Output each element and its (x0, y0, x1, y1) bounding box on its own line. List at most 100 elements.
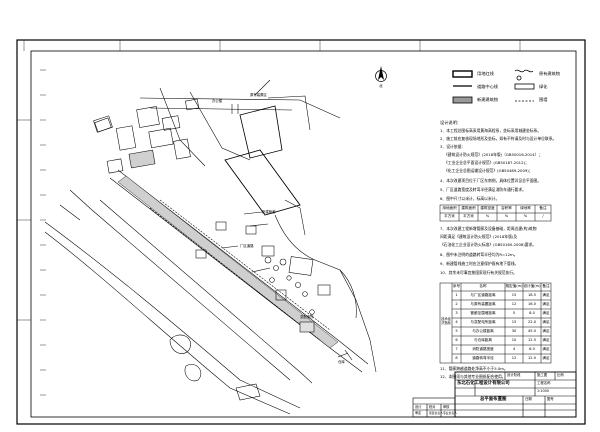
legend-label-new-building: 新建建筑物 (477, 97, 498, 102)
table2-cell: 8.0 (529, 311, 535, 315)
table2-cell: 12 (511, 356, 517, 360)
note-line: 《建筑设计防火规范》(2018年版)（GB50016-2014）； (444, 152, 543, 157)
table2-cell: 满足 (542, 302, 550, 306)
table1-cell: % (523, 214, 528, 218)
table2-cell: 与办公楼距离 (472, 329, 494, 333)
table2-cell: 12.5 (527, 338, 536, 342)
table1-cell: 平方米 (444, 214, 455, 218)
title-block-scale-label: 比例 (557, 373, 564, 377)
table2-cell: 1 (455, 293, 458, 297)
table2-cell: 12 (511, 302, 517, 306)
table2-cell: 道路转弯半径 (472, 356, 494, 360)
inner-frame (30, 50, 577, 418)
table2-cell: 管廊至围墙距离 (470, 311, 496, 315)
table2-cell: 30 (511, 329, 517, 333)
table2-cell: 45.0 (527, 329, 536, 333)
table2-header: 设计值(m) (523, 284, 541, 288)
map-label-substation: 变配电所 (300, 315, 314, 319)
note2-line: 8、图中未注明的道路转弯半径均为R=12m。 (440, 252, 518, 257)
note-line: 《化工企业总图运输设计规范》(GB50489-2009)； (444, 168, 533, 173)
table2-side-label: 技术经济指标 (441, 317, 451, 325)
table2-header: 序号 (452, 284, 461, 288)
table2-cell: 满足 (542, 320, 550, 324)
note-line: 3、设计依据： (440, 144, 466, 149)
map-label-office: 办公楼 (212, 99, 223, 103)
table2-cell: 15 (511, 320, 517, 324)
legend-label-fence: 围墙 (539, 97, 548, 102)
table2-cell: 2 (455, 302, 458, 306)
drawing-frame (16, 39, 586, 425)
table2-header: 备注 (542, 284, 550, 288)
title-block-field: 审核 (443, 405, 450, 409)
map-label-road: 厂区道路 (240, 244, 254, 248)
note2-line: 《石油化工企业设计防火标准》(GB50160-2008)要求。 (440, 242, 537, 247)
table2-cell: 16.0 (527, 302, 536, 306)
title-block-stage-label: 设计阶段 (507, 373, 521, 377)
legend-label-existing-building: 原有建筑物 (539, 71, 560, 76)
table2-cell: 消防道路宽度 (472, 347, 494, 351)
coordinate-marks (40, 69, 46, 396)
table2-cell: 10 (511, 338, 517, 342)
site-plan (44, 79, 377, 415)
table2-cell: 与厂区道路距离 (470, 293, 496, 297)
legend-label-road: 道路中心线 (477, 84, 498, 89)
table2-cell: 满足 (542, 329, 550, 333)
title-block-scale: 1:1000 (537, 389, 549, 393)
table2-cell: 6 (455, 338, 458, 342)
note-line: 1、本工程总图标高采用黄海高程系，坐标采用城建坐标系。 (440, 128, 542, 133)
note-line: 6、图中尺寸以米计，标高以米计。 (440, 196, 500, 201)
table2-cell: 满足 (542, 347, 550, 351)
table2-cell: 4 (512, 347, 516, 351)
map-label-new-pipe-gallery: 新建管廊 (262, 210, 276, 214)
table1-cell: 平方米 (463, 214, 474, 218)
table1-header: 容积率 (501, 206, 512, 210)
note-line: 2、施工前应复核现场地形及坐标，如有不符请及时与设计单位联系。 (440, 136, 557, 141)
table1-header: 备注 (539, 206, 547, 210)
title-block-date-label: 日期 (525, 397, 532, 401)
table2-cell: 4 (455, 320, 458, 324)
note2-line: 10、其余未尽事宜按国家现行有关规范执行。 (440, 270, 517, 275)
table2-header: 名称 (479, 284, 487, 288)
note-line: 5、厂区道路宽度及转弯半径满足消防车通行要求。 (440, 187, 526, 192)
legend-label-tree: 绿化 (539, 84, 548, 89)
legend-label-red-line: 用地红线 (477, 71, 494, 76)
north-arrow-icon (375, 66, 387, 82)
table2-cell: 5 (455, 329, 458, 333)
table2-cell: 6.0 (529, 347, 535, 351)
table2-cell: 与仓库距离 (474, 338, 492, 342)
table2-cell: 22.0 (527, 320, 536, 324)
table2-cell: 18.5 (527, 293, 536, 297)
legend-symbols (452, 69, 535, 104)
map-label-existing-unit: 原有装置区 (250, 93, 267, 97)
title-block-project-label: 工程名称 (537, 381, 551, 385)
title-block-sheet-label: 图号 (547, 397, 554, 401)
table1-header: 建筑密度 (480, 206, 495, 210)
note3-line: 11、管廊跨越道路处净高不小于5.0m。 (440, 366, 508, 371)
border-ticks (17, 40, 521, 321)
table2-cell: 与变配电所距离 (470, 320, 496, 324)
note-line: 4、本次改建项目位于厂区东南侧，具体位置详见总平面图。 (440, 178, 542, 183)
table2-cell: 满足 (542, 338, 550, 342)
title-block-grid (412, 371, 577, 418)
table2-cell: 15 (511, 293, 517, 297)
note2-line: 间距满足《建筑设计防火规范》(2018年版)及 (440, 234, 518, 239)
table1-cell: % (504, 214, 509, 218)
notes-table2-grid (439, 282, 552, 364)
table2-cell: 5 (512, 311, 516, 315)
title-block-drawing-name: 总平面布置图 (480, 397, 507, 402)
title-block-company: 东北石化工程设计有限公司 (457, 381, 510, 386)
notes-title: 设计说明： (440, 120, 461, 125)
title-block-stage: 施工图 (537, 373, 548, 377)
table2-cell: 满足 (542, 311, 550, 315)
table1-header: 绿地率 (520, 206, 531, 210)
table2-cell: 8 (455, 356, 458, 360)
table2-cell: 满足 (542, 293, 550, 297)
title-block-field: 校对 (429, 405, 436, 409)
table2-cell: 与原有装置距离 (470, 302, 496, 306)
table2-cell: 7 (455, 347, 458, 351)
map-label-warehouse: 仓库 (338, 360, 345, 364)
note2-line: 9、新建管线施工时应注意保护既有地下管线。 (440, 261, 519, 266)
table2-cell: 12.0 (527, 356, 536, 360)
north-label: 北 (379, 84, 383, 88)
